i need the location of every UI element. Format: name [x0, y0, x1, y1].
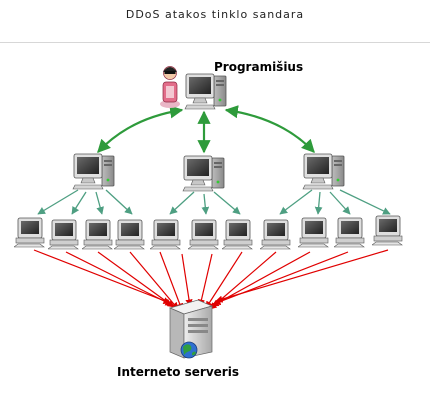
zombie-computer-icon [298, 217, 329, 248]
zombie-computer-icon [114, 219, 145, 250]
control-arrow-left [97, 105, 184, 153]
handler-computer-icon [182, 155, 225, 192]
zombie-computer-icon [372, 215, 403, 246]
zombie-computer-icon [14, 217, 45, 248]
control-arrows [97, 105, 315, 154]
zombie-computer-icon [334, 217, 365, 248]
globe-icon [180, 341, 198, 359]
attacker-node: Programišius [160, 60, 303, 110]
zombie-computers [14, 215, 403, 250]
zombie-computer-icon [48, 219, 79, 250]
zombie-computer-icon [222, 219, 253, 250]
zombie-computer-icon [150, 219, 181, 250]
title-divider [0, 42, 430, 43]
handler-computer-icon [302, 153, 345, 190]
server-label: Interneto serveris [117, 365, 239, 379]
hacker-icon [160, 66, 180, 108]
attack-arrows [33, 249, 389, 311]
attacker-computer-icon [184, 73, 227, 110]
zombie-computer-icon [260, 219, 291, 250]
handler-computer-icon [72, 153, 115, 190]
zombie-computer-icon [82, 219, 113, 250]
zombie-computer-icon [188, 219, 219, 250]
page-title: DDoS atakos tinklo sandara [125, 8, 305, 21]
control-arrow-right [224, 105, 315, 153]
handler-arrows [37, 189, 391, 215]
server-node: Interneto serveris [117, 299, 239, 379]
attacker-label: Programišius [214, 60, 303, 74]
